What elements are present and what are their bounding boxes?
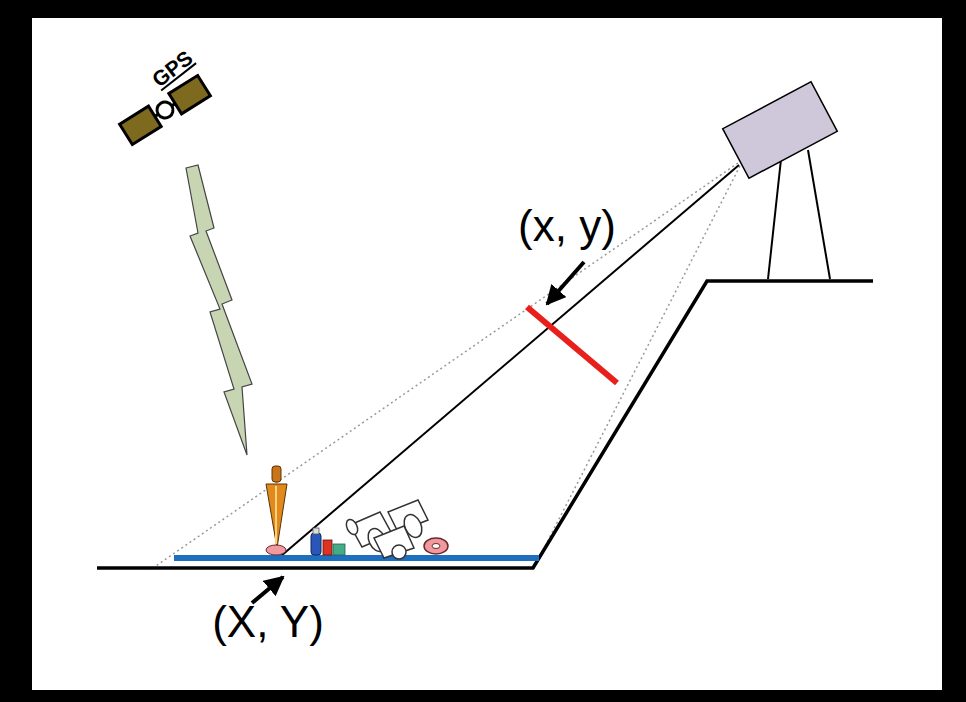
ray-line bbox=[281, 165, 739, 556]
pointer-arrow bbox=[547, 262, 584, 304]
ground-point-label: (X, Y) bbox=[212, 600, 324, 644]
camera-body bbox=[723, 82, 838, 178]
survey-marker bbox=[266, 466, 287, 555]
signal-bolt bbox=[186, 165, 252, 455]
image-plane bbox=[527, 307, 617, 383]
ground-plane bbox=[174, 555, 539, 561]
ground-objects bbox=[311, 500, 448, 559]
tripod-leg bbox=[768, 150, 782, 279]
image-point-label: (x, y) bbox=[518, 204, 616, 248]
sight-line bbox=[150, 163, 738, 570]
tripod-leg bbox=[808, 150, 830, 279]
